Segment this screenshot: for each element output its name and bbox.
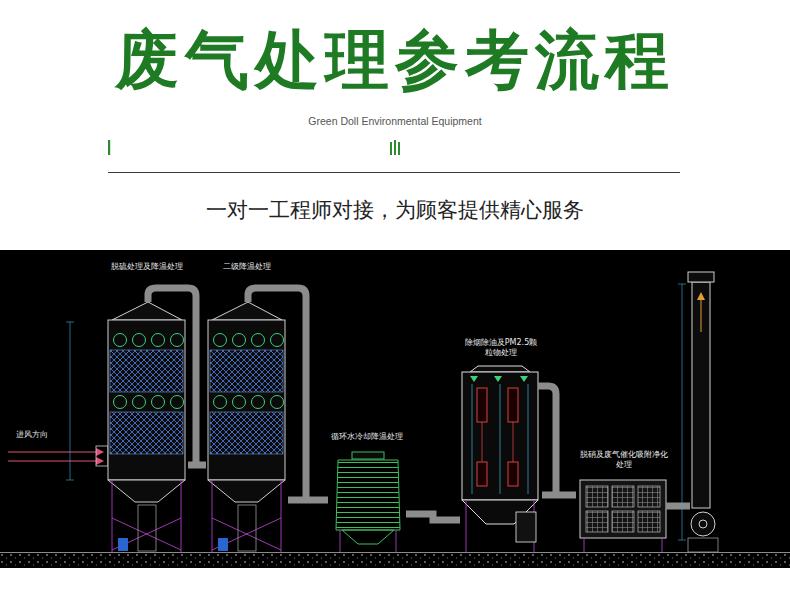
adsorber-drawer <box>586 511 608 532</box>
flow-note: 进风方向 <box>16 430 48 440</box>
cooling-fan <box>352 452 384 459</box>
deco-bar <box>390 142 392 155</box>
dimension-line <box>678 284 686 540</box>
ground-line <box>0 552 790 553</box>
ground-strip <box>0 553 790 567</box>
deco-bar <box>394 140 396 155</box>
tagline: 一对一工程师对接，为顾客提供精心服务 <box>0 196 790 224</box>
electrode <box>477 462 487 486</box>
fan-base <box>688 538 718 552</box>
support-frame <box>340 530 396 552</box>
equipment-label: 脱硝及废气催化吸附净化处理 <box>576 450 672 470</box>
inlet-flow-line <box>8 452 96 461</box>
subtitle: Green Doll Environmental Equipment <box>0 115 790 127</box>
duct-pipe <box>538 386 556 495</box>
electrostatic-precipitator-unit: 除烟除油及PM2.5颗粒物处理 <box>460 338 542 552</box>
duct-connector <box>288 497 328 504</box>
adsorber-drawer <box>638 486 660 507</box>
adsorber-drawer <box>612 511 634 532</box>
adsorber-drawer <box>638 511 660 532</box>
equipment-label: 脱硫处理及降温处理 <box>106 262 188 272</box>
electrode <box>508 388 518 422</box>
control-cabinet <box>516 512 536 542</box>
drawing-ground <box>0 250 790 568</box>
equipment-label: 二级降温处理 <box>206 262 288 272</box>
duct-connector <box>542 492 576 499</box>
scrubber-tower-unit: 二级降温处理 <box>206 262 288 552</box>
adsorber-drawer <box>612 486 634 507</box>
exhaust-arrowhead <box>697 292 705 300</box>
support-frame <box>584 538 662 552</box>
cooling-basin <box>342 530 394 544</box>
adsorber-body <box>580 480 666 538</box>
electrode <box>508 462 518 486</box>
fan-hub <box>699 520 707 528</box>
esp-body <box>462 372 538 500</box>
esp-frame-line <box>472 384 528 494</box>
scrubber-tower <box>208 302 285 552</box>
duct-pipe <box>248 288 306 500</box>
scrubber-tower-unit: 脱硫处理及降温处理 <box>106 262 188 552</box>
duct-pipe <box>666 503 690 510</box>
duct-pipe <box>148 288 196 465</box>
divider-line <box>108 172 680 173</box>
inlet-arrowhead <box>96 457 104 465</box>
cooling-tower-body <box>336 460 400 530</box>
adsorber-drawer <box>586 486 608 507</box>
esp-inlet-vanes <box>470 376 528 382</box>
chimney-stack <box>692 282 710 508</box>
exhaust-arrow <box>701 298 702 332</box>
duct-connector <box>188 462 206 469</box>
inlet-arrowhead <box>96 448 104 456</box>
esp-hood <box>470 366 530 372</box>
equipment-label: 除烟除油及PM2.5颗粒物处理 <box>460 338 542 358</box>
inlet-flange <box>96 446 108 466</box>
exhaust-fan <box>691 512 715 536</box>
adsorber-unit: 脱硝及废气催化吸附净化处理 <box>576 450 672 552</box>
dimension-line <box>66 322 74 480</box>
cooling-tower-unit: 循环水冷却降温处理 <box>328 432 406 552</box>
duct-connector <box>406 514 460 520</box>
chimney-cap <box>688 272 714 282</box>
page-title: 废气处理参考流程 <box>0 22 790 99</box>
deco-bar <box>398 142 400 155</box>
equipment-label: 循环水冷却降温处理 <box>328 432 406 442</box>
electrode-rod <box>482 422 513 462</box>
electrode <box>477 388 487 422</box>
scrubber-tower <box>108 302 185 552</box>
deco-bar <box>108 140 110 155</box>
